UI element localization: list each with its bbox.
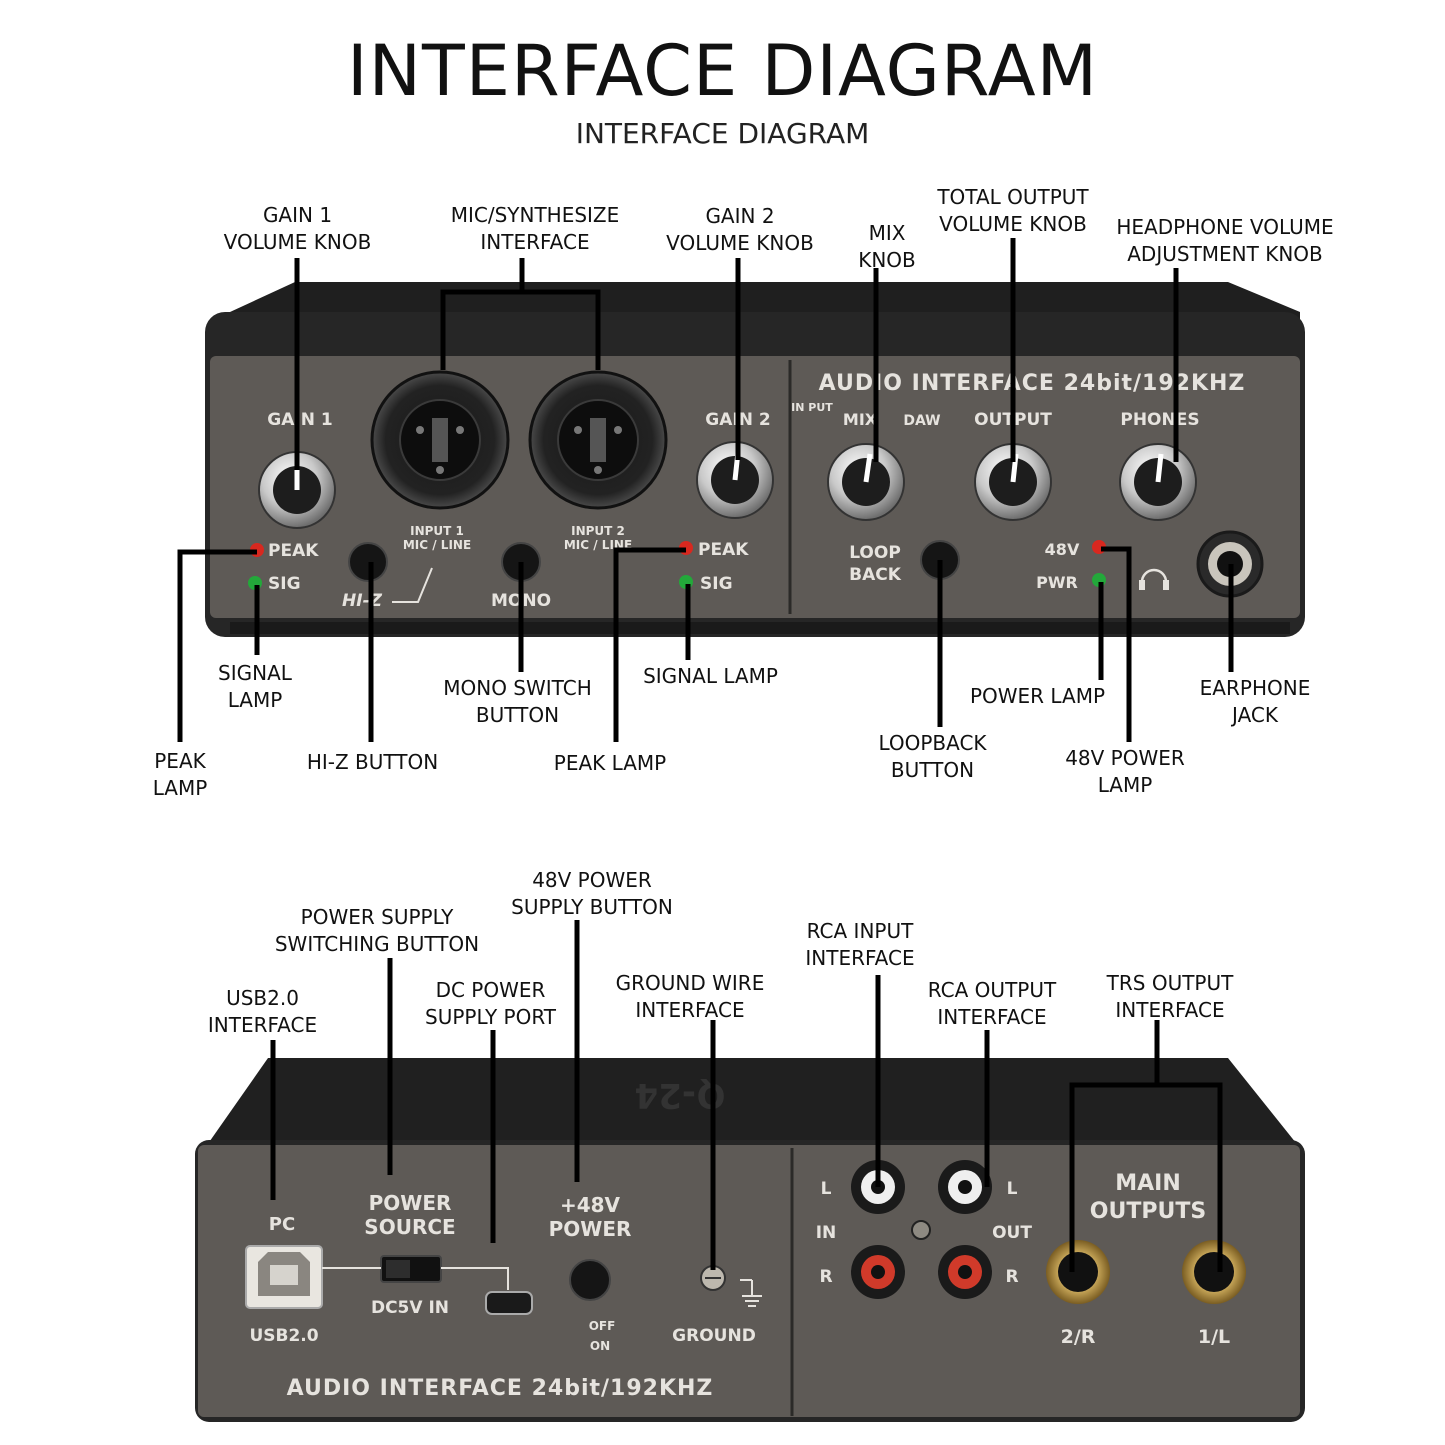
input1-combo-jack[interactable] (370, 370, 510, 510)
hiz-button-knob[interactable] (348, 542, 388, 582)
phones-panel-label: PHONES (1120, 410, 1199, 430)
peak1-panel-label: PEAK (268, 541, 319, 561)
phones-knob[interactable] (1119, 443, 1197, 521)
power-source-switch-slider (386, 1260, 410, 1278)
page-title: INTERFACE DIAGRAM (346, 30, 1098, 112)
gain2-knob-callout: GAIN 2 VOLUME KNOB (666, 204, 814, 255)
total-output-callout: TOTAL OUTPUT VOLUME KNOB (937, 185, 1089, 236)
hiz-button-callout: HI-Z BUTTON (306, 750, 439, 774)
ground-panel-label: GROUND (672, 1326, 756, 1346)
hiz-panel-label: HI-Z (342, 591, 383, 611)
mix-daw-panel-label: DAW (903, 413, 940, 429)
peak-lamp-2-callout: PEAK LAMP (553, 751, 667, 775)
trs-bracket (1069, 1082, 1223, 1272)
ground-symbol-icon (740, 1279, 762, 1307)
trs-output-1l-jack[interactable] (1182, 1240, 1246, 1304)
back-callout-lines (270, 920, 1223, 1272)
peak-lamp-1-callout: PEAK LAMP (152, 749, 208, 800)
p48-button[interactable] (569, 1259, 611, 1301)
headphone-knob-callout: HEADPHONE VOLUME ADJUSTMENT KNOB (1116, 215, 1334, 266)
pc-panel-label: PC (269, 1214, 295, 1235)
lamp-48v-callout: 48V POWER LAMP (1065, 746, 1185, 797)
signal-lamp-1-callout: SIGNAL LAMP (218, 661, 292, 712)
front-callout-lines (177, 238, 1234, 742)
rca-in-right-jack[interactable] (851, 1245, 905, 1299)
peak2-line (613, 547, 686, 742)
p48-button-callout: 48V POWER SUPPLY BUTTON (511, 868, 673, 919)
input2-combo-jack[interactable] (528, 370, 668, 510)
back-device-top (205, 1058, 1300, 1148)
usb-panel-label: USB2.0 (249, 1326, 318, 1346)
gain1-knob-callout: GAIN 1 VOLUME KNOB (223, 203, 372, 254)
sig1-panel-label: SIG (268, 574, 301, 594)
earphone-jack[interactable] (1196, 530, 1264, 598)
headphones-icon (1139, 568, 1169, 590)
page-subtitle: INTERFACE DIAGRAM (575, 117, 870, 150)
rca-in-l-label: L (821, 1179, 832, 1199)
gain2-knob[interactable] (696, 441, 774, 519)
mix-knob[interactable] (827, 443, 905, 521)
sig2-panel-label: SIG (700, 574, 733, 594)
power-switching-callout: POWER SUPPLY SWITCHING BUTTON (274, 905, 480, 956)
signal-lamp-2-callout: SIGNAL LAMP (643, 664, 778, 688)
mic-synth-callout: MIC/SYNTHESIZE INTERFACE (450, 203, 620, 254)
rca-out-left-jack[interactable] (938, 1160, 992, 1214)
front-brand-text: AUDIO INTERFACE 24bit/192KHZ (819, 371, 1246, 396)
pwr-panel-label: PWR (1036, 573, 1078, 592)
gain1-panel-label: GAIN 1 (267, 410, 332, 430)
v48-panel-label: 48V (1045, 540, 1080, 559)
rca-out-label: OUT (992, 1223, 1032, 1243)
out-2r-label: 2/R (1061, 1326, 1096, 1348)
on-panel-label: ON (590, 1339, 610, 1353)
v48-lamp-line (1101, 546, 1132, 742)
usb-interface-callout: USB2.0 INTERFACE (207, 986, 318, 1037)
rca-out-r-label: R (1005, 1267, 1018, 1287)
dc-micro-usb-port[interactable] (485, 1291, 533, 1315)
mix-in-panel-label: IN PUT (791, 401, 833, 414)
back-brand-text: AUDIO INTERFACE 24bit/192KHZ (287, 1376, 714, 1401)
switch-dc-connector-line (441, 1267, 509, 1290)
rca-input-callout: RCA INPUT INTERFACE (805, 919, 915, 970)
out-1l-label: 1/L (1198, 1326, 1230, 1348)
earphone-jack-callout: EARPHONE JACK (1199, 676, 1311, 727)
output-knob[interactable] (974, 443, 1052, 521)
hiz-panel-mark (392, 567, 433, 603)
rca-in-r-label: R (819, 1267, 832, 1287)
usb-b-port[interactable] (245, 1245, 323, 1309)
loopback-button-callout: LOOPBACK BUTTON (878, 731, 987, 782)
rca-in-label: IN (816, 1223, 837, 1243)
model-text: Q-24 (635, 1075, 726, 1115)
dc-port-callout: DC POWER SUPPLY PORT (425, 978, 556, 1029)
mix-knob-callout: MIX KNOB (858, 221, 916, 272)
trs-output-2r-jack[interactable] (1046, 1240, 1110, 1304)
front-device: AUDIO INTERFACE 24bit/192KHZ GAIN 1 GAIN… (205, 282, 1305, 637)
rca-panel-screw (911, 1220, 931, 1240)
front-device-base (230, 622, 1290, 634)
rca-out-l-label: L (1007, 1179, 1018, 1199)
ground-wire-callout: GROUND WIRE INTERFACE (615, 971, 765, 1022)
rca-output-callout: RCA OUTPUT INTERFACE (927, 978, 1057, 1029)
dc5v-panel-label: DC5V IN (371, 1298, 449, 1318)
rca-out-right-jack[interactable] (938, 1245, 992, 1299)
mix-panel-label: MIX (843, 410, 878, 429)
peak2-panel-label: PEAK (698, 540, 749, 560)
trs-output-callout: TRS OUTPUT INTERFACE (1106, 971, 1234, 1022)
peak1-line (177, 549, 257, 742)
power-lamp-callout: POWER LAMP (969, 684, 1106, 708)
mono-switch-callout: MONO SWITCH BUTTON (443, 676, 592, 727)
gain1-knob[interactable] (258, 451, 336, 529)
off-panel-label: OFF (589, 1319, 616, 1333)
